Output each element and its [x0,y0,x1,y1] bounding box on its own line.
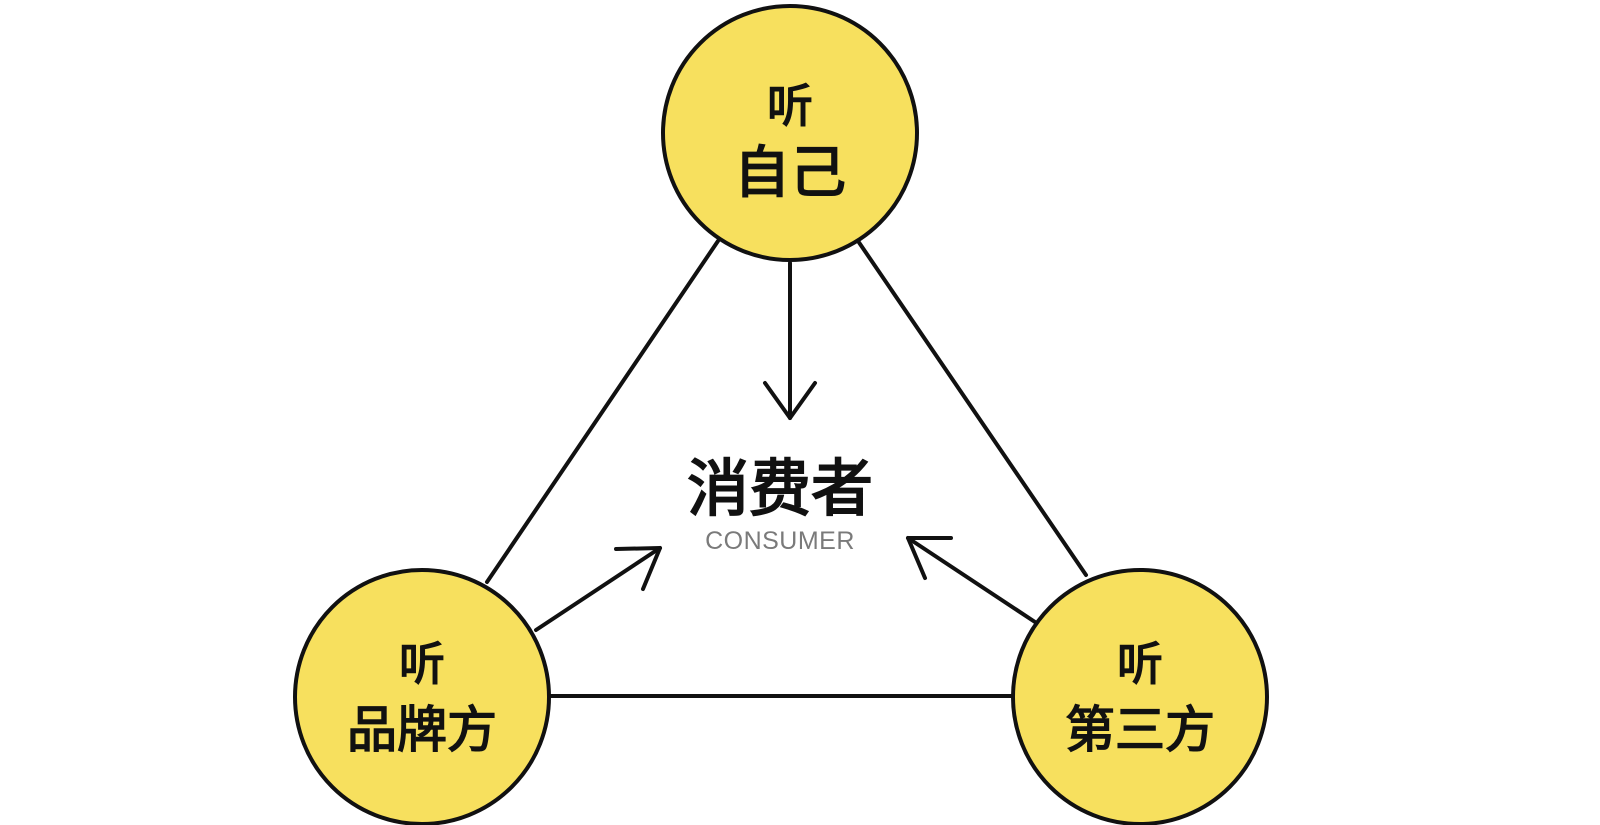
node-listen-brand: 听 品牌方 [293,568,551,825]
arrow-left-shaft [534,546,662,632]
node-listen-third-party: 听 第三方 [1011,568,1269,825]
node-right-line1: 听 [1117,637,1163,691]
arrow-top-head [763,381,817,420]
arrow-right-head [906,536,953,580]
edge-top-left [485,239,720,584]
node-top-line1: 听 [767,79,813,133]
arrow-right-shaft [906,536,1037,624]
arrow-left-head [614,546,662,591]
center-subtitle: CONSUMER [705,527,855,555]
node-top-line2: 自己 [734,141,846,206]
node-listen-self: 听 自己 [661,4,919,262]
node-left-line1: 听 [399,637,445,691]
edge-top-right [856,239,1088,577]
node-right-line2: 第三方 [1065,701,1215,759]
node-left-line2: 品牌方 [347,701,497,759]
center-title: 消费者 [687,452,873,525]
